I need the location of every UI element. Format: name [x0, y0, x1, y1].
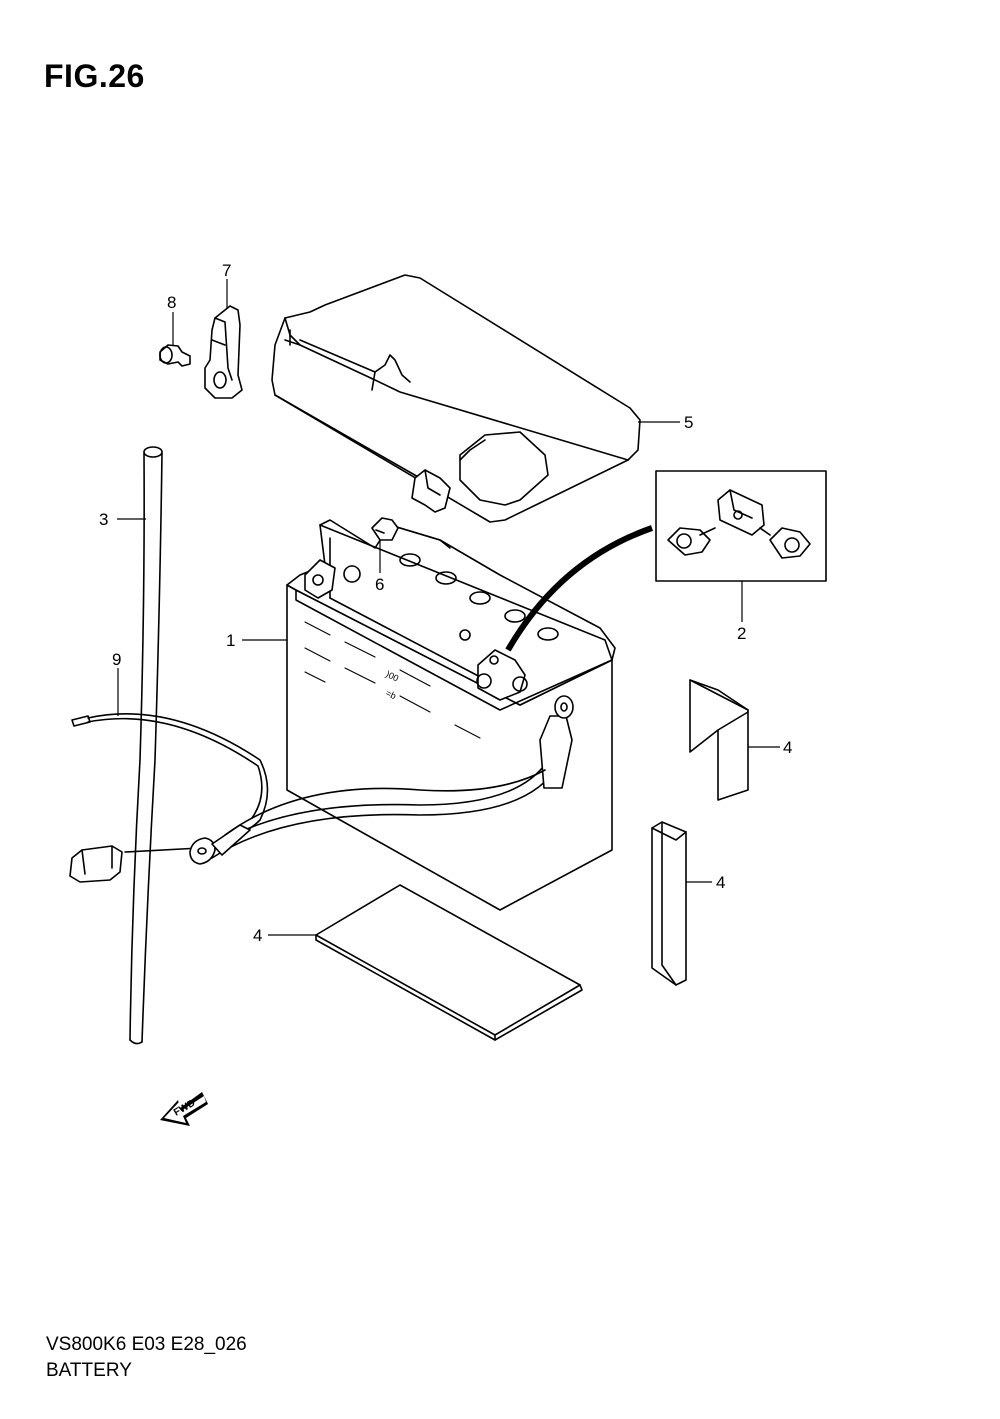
leader-lines [117, 279, 780, 936]
lead-wire [69, 695, 574, 883]
section-name: BATTERY [46, 1360, 132, 1381]
cover-clip [204, 305, 243, 399]
svg-text:=b: =b [384, 688, 398, 701]
callout-8: 8 [167, 293, 176, 312]
cushion-bottom [315, 884, 583, 1041]
callout-5: 5 [684, 413, 693, 432]
callout-4-bottom: 4 [253, 926, 262, 945]
callout-2: 2 [737, 624, 746, 643]
callout-4-upper: 4 [783, 738, 792, 757]
cushion-upper [689, 679, 749, 801]
battery-cover [271, 274, 641, 523]
cushion-side [651, 821, 687, 986]
callout-7: 7 [222, 261, 231, 280]
callout-4-side: 4 [716, 873, 725, 892]
callout-1: 1 [226, 631, 235, 650]
callout-9: 9 [112, 650, 121, 669]
cover-tab [411, 469, 451, 513]
battery: )00 =b [286, 519, 616, 911]
breather-hose [129, 446, 163, 1045]
callout-3: 3 [99, 510, 108, 529]
cover-bolt [371, 517, 399, 541]
clip-screw [159, 344, 191, 367]
terminal-bolt-set [505, 470, 827, 652]
fwd-arrow-icon: FWD [160, 1092, 208, 1126]
figure-title: FIG.26 [44, 58, 145, 94]
model-code: VS800K6 E03 E28_026 [46, 1334, 247, 1355]
callout-6: 6 [375, 575, 384, 594]
